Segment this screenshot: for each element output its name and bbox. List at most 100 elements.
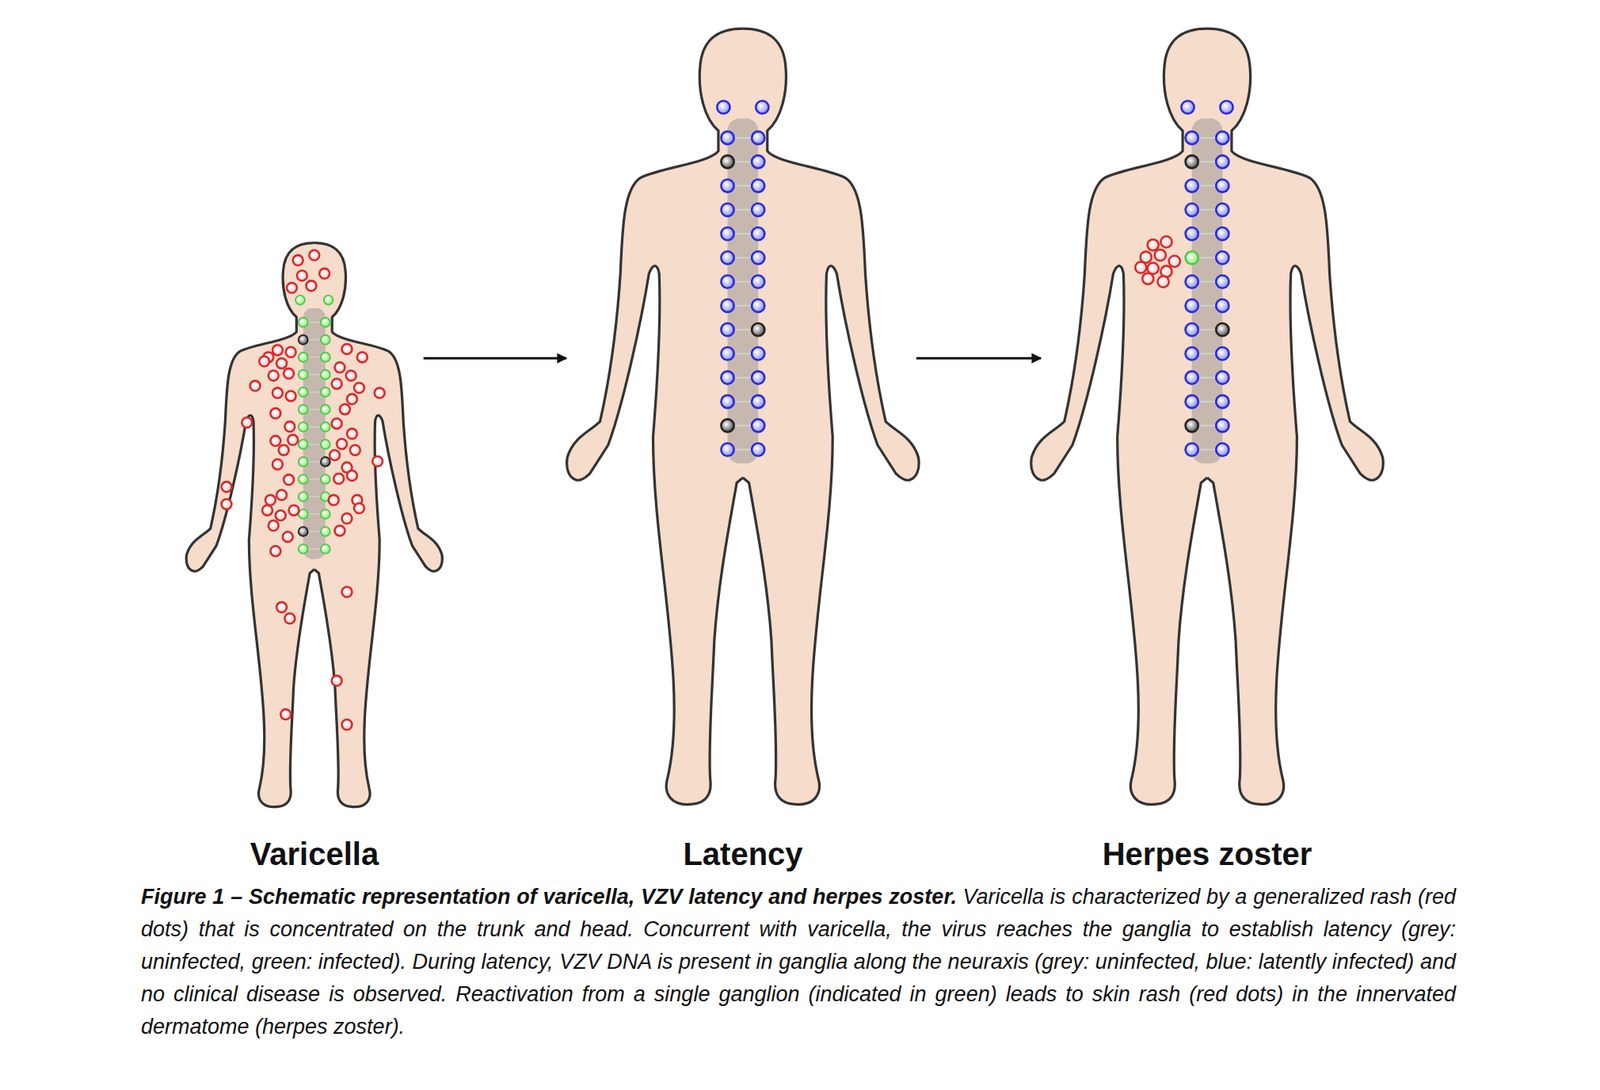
dorsal-root-ganglion [320,474,331,484]
rash-lesion [331,675,343,686]
body-half [186,243,315,808]
dorsal-root-ganglion [751,419,765,432]
dorsal-root-ganglion [298,335,309,345]
rash-lesion [221,499,233,510]
rash-lesion [285,346,297,358]
dorsal-root-ganglion [1185,179,1199,192]
dorsal-root-ganglion [1185,251,1199,264]
stage-label: Latency [682,836,803,873]
dorsal-root-ganglion [1215,251,1229,264]
dorsal-root-ganglion [720,275,734,289]
spinal-cord [1192,118,1223,464]
rash-lesion [265,495,276,506]
spinal-cord [727,118,759,464]
dorsal-root-ganglion [320,422,331,432]
rash-lesion [319,268,330,279]
dorsal-root-ganglion [1215,419,1229,432]
trigeminal-ganglion [716,100,730,114]
dorsal-root-ganglion [320,457,331,467]
dorsal-root-ganglion [720,155,734,168]
dorsal-root-ganglion [751,371,765,385]
dorsal-root-ganglion [720,442,734,456]
body-half [1207,28,1383,804]
rash-lesion [331,378,343,389]
dorsal-root-ganglion [720,299,734,313]
rash-lesion [374,388,385,399]
rash-lesion [342,343,353,355]
dorsal-root-ganglion [320,387,331,397]
dorsal-root-ganglion [751,323,765,336]
rash-lesion [354,502,365,514]
dorsal-root-ganglion [1215,275,1229,289]
rash-lesion [270,407,281,419]
rash-lesion [284,613,295,624]
dorsal-root-ganglion [1185,275,1199,289]
trigeminal-ganglion [1180,100,1194,114]
rash-lesion [268,370,279,381]
dorsal-root-ganglion [1215,395,1229,408]
rash-lesion [308,250,320,261]
dorsal-root-ganglion [1185,155,1199,168]
dorsal-root-ganglion [320,369,331,380]
rash-lesion [357,352,368,363]
dorsal-root-ganglion [320,526,331,537]
dorsal-root-ganglion [720,346,734,360]
dorsal-root-ganglion [1215,323,1229,336]
rash-lesion [346,470,358,481]
rash-lesion [276,358,287,369]
rash-lesion [289,505,300,516]
rash-lesion [282,531,294,542]
dorsal-root-ganglion [751,275,765,289]
dorsal-root-ganglion [1215,131,1229,145]
rash-lesion [1169,255,1181,267]
dorsal-root-ganglion [298,544,309,554]
dorsal-root-ganglion [720,395,734,408]
rash-lesion [1160,236,1172,248]
rash-lesion [346,370,357,381]
dorsal-root-ganglion [720,227,734,240]
body-half [567,28,743,804]
dorsal-root-ganglion [298,369,309,380]
dorsal-root-ganglion [1215,299,1229,313]
dorsal-root-ganglion [320,352,331,362]
dorsal-root-ganglion [298,526,309,537]
dorsal-root-ganglion [1185,419,1199,432]
rash-lesion [262,505,273,516]
rash-lesion [283,474,294,485]
dorsal-root-ganglion [298,422,309,432]
dorsal-root-ganglion [1185,395,1199,408]
rash-lesion [297,270,308,281]
dorsal-root-ganglion [720,419,734,432]
zoster-rash [1135,236,1181,287]
rash-lesion [335,525,346,537]
dorsal-root-ganglion [751,179,765,192]
dorsal-root-ganglion [1215,203,1229,217]
figure-caption-block: Figure 1 – Schematic representation of v… [140,880,1456,1044]
dorsal-root-ganglion [320,509,331,519]
human-figure [567,28,920,804]
rash-lesion [1154,249,1166,261]
rash-lesion [272,459,283,470]
dorsal-root-ganglion [298,474,309,484]
dorsal-root-ganglion [298,404,309,415]
rash-lesion [280,708,291,720]
dorsal-root-ganglion [1185,131,1199,145]
progression-arrow [423,357,567,360]
body-outline [186,243,442,808]
rash-lesion [268,520,279,531]
rash-lesion [342,513,353,524]
dorsal-root-ganglion [320,544,331,554]
dorsal-root-ganglion [751,395,765,408]
dorsal-root-ganglion [1215,371,1229,385]
rash-lesion [272,345,283,356]
dorsal-root-ganglion [320,335,331,345]
dorsal-root-ganglion [320,404,331,415]
rash-lesion [276,601,287,613]
body-half [314,243,443,808]
dorsal-root-ganglion [1215,442,1229,456]
rash-lesion [1158,276,1170,288]
dorsal-root-ganglion [751,442,765,456]
dorsal-root-ganglion [298,439,309,450]
rash-lesion [270,435,281,446]
rash-lesion [333,473,344,484]
